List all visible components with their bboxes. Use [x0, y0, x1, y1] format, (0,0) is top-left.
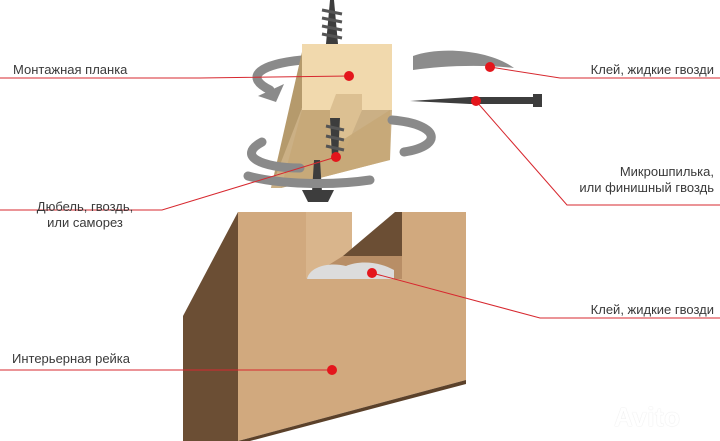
- label-micro-pin-line1: Микрошпилька,: [619, 164, 714, 179]
- rotation-arrowhead-left: [258, 84, 284, 102]
- interior-slat: [183, 212, 466, 441]
- label-micro-pin-line2: или финишный гвоздь: [579, 180, 714, 195]
- label-glue-top: Клей, жидкие гвозди: [590, 62, 714, 77]
- label-dowel-line1: Дюбель, гвоздь,: [36, 199, 134, 214]
- dot-micro-pin: [471, 96, 481, 106]
- leader-micro-pin: [475, 100, 720, 206]
- screw-middle: [325, 118, 345, 158]
- label-glue-bottom: Клей, жидкие гвозди: [590, 302, 714, 317]
- label-micro-pin: Микрошпилька, или финишный гвоздь: [579, 164, 714, 196]
- screw-top: [321, 0, 343, 44]
- strip-left-side: [271, 52, 302, 188]
- rotation-arrow-front: [243, 115, 436, 188]
- leader-dowel: [0, 156, 337, 211]
- label-interior-slat: Интерьерная рейка: [12, 351, 131, 366]
- rotation-arrow-back: [252, 55, 307, 95]
- dot-glue-top: [485, 62, 495, 72]
- leader-glue-bottom: [371, 272, 720, 319]
- glue-strip-top: [413, 50, 514, 70]
- slat-front-face: [238, 212, 466, 441]
- dot-interior-slat: [327, 365, 337, 375]
- label-dowel-line2: или саморез: [47, 215, 123, 230]
- leader-glue-top: [489, 66, 720, 79]
- leader-mounting-strip: [0, 75, 350, 79]
- dot-dowel: [331, 152, 341, 162]
- leader-lines: [0, 66, 720, 371]
- label-dowel: Дюбель, гвоздь, или саморез: [20, 199, 150, 231]
- dot-glue-bottom: [367, 268, 377, 278]
- slat-left-side: [183, 212, 238, 441]
- label-mounting-strip: Монтажная планка: [13, 62, 128, 77]
- marker-dots: [327, 62, 495, 375]
- slat-groove-wall: [306, 212, 352, 279]
- dot-mounting-strip: [344, 71, 354, 81]
- avito-watermark: Avito: [614, 402, 681, 432]
